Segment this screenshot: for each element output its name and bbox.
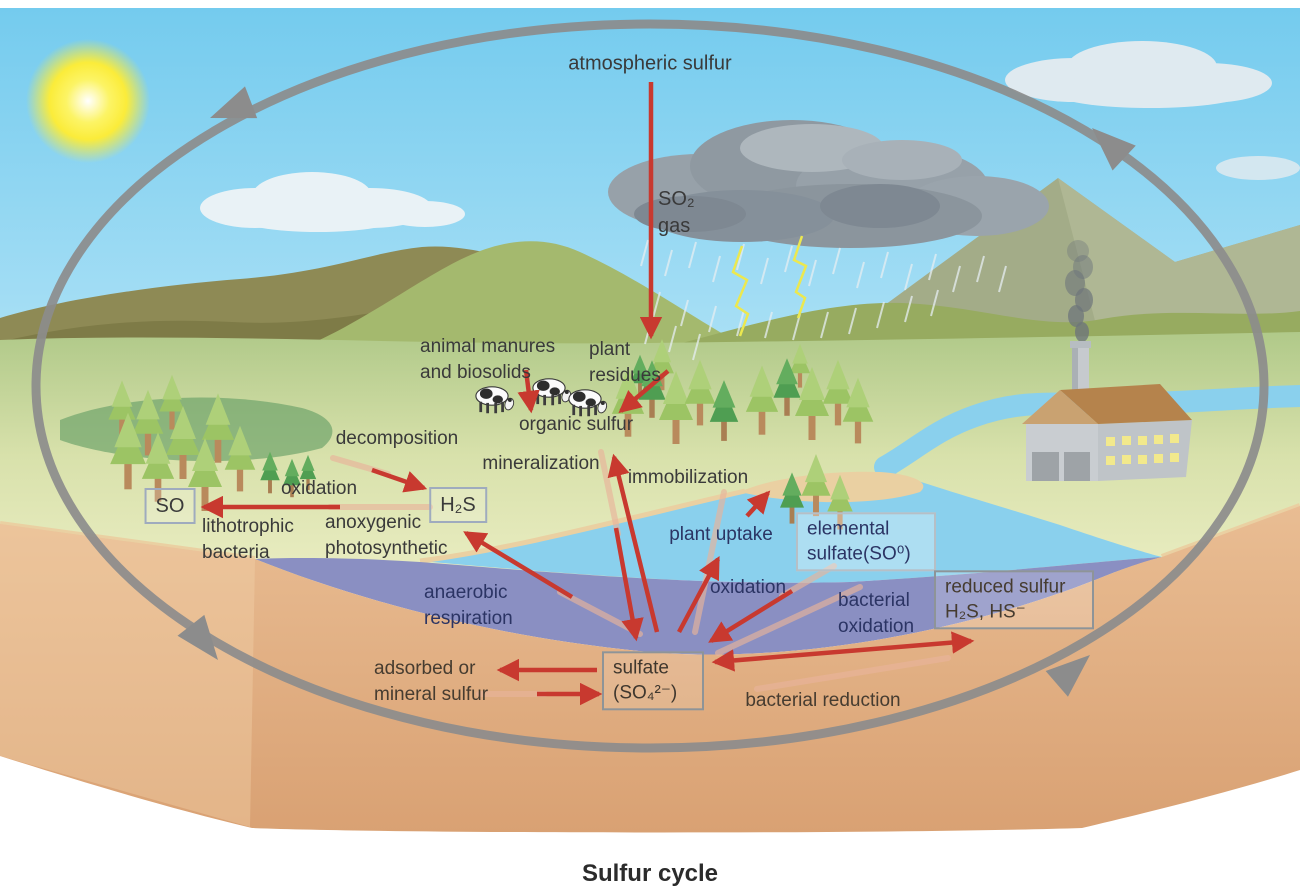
diagram-caption: Sulfur cycle <box>581 860 719 887</box>
mountain-right-face <box>1058 178 1300 340</box>
soil-block <box>0 506 1300 833</box>
label-decomposition: decomposition <box>335 428 459 450</box>
arrow-manures-to-organic <box>517 369 540 414</box>
storm-cloud <box>608 120 1049 248</box>
factory-illustration <box>1022 240 1192 481</box>
label-plant-uptake: plant uptake <box>669 524 773 546</box>
factory-windows <box>1106 434 1179 465</box>
lightning-icon <box>731 235 808 337</box>
label-oxidation-left: oxidation <box>280 478 358 500</box>
beach-strip <box>419 488 746 564</box>
so-box: SO <box>144 488 196 524</box>
cycle-ellipse <box>31 19 1269 753</box>
label-mineralization: mineralization <box>482 453 600 475</box>
process-arrows <box>200 82 975 706</box>
arrow-plant-uptake-trees <box>745 490 771 518</box>
label-oxidation-mid: oxidation <box>709 577 787 599</box>
smoke <box>1065 240 1093 342</box>
sulfate-box: sulfate (SO₄²⁻) <box>602 651 704 711</box>
cloud-left <box>200 172 465 232</box>
lake <box>420 470 1162 583</box>
arrow-residues-to-organic <box>618 369 670 414</box>
label-lithotrophic-bacteria: lithotrophic bacteria <box>202 516 294 563</box>
arrow-immobilization <box>607 453 660 633</box>
arrow-bacterial-reduction <box>711 631 975 672</box>
arrow-plant-uptake <box>677 556 720 634</box>
label-organic-sulfur: organic sulfur <box>518 414 634 436</box>
label-anaerobic-respiration: anaerobic respiration <box>424 582 513 629</box>
rain <box>640 239 1007 361</box>
label-so2-gas: SO₂ gas <box>658 188 695 237</box>
arrow-anaerobic-respiration <box>463 531 574 599</box>
label-atmospheric-sulfur: atmospheric sulfur <box>568 52 732 75</box>
label-immobilization: immobilization <box>627 467 749 489</box>
label-plant-residues: plant residues <box>589 339 661 386</box>
label-adsorbed-mineral-sulfur: adsorbed or mineral sulfur <box>374 658 489 705</box>
arrow-mineralization <box>613 527 644 642</box>
label-animal-manures: animal manures and biosolids <box>420 336 556 383</box>
mountain-center <box>298 241 750 349</box>
reduced-sulfur-box: reduced sulfur H₂S, HS⁻ <box>934 570 1094 630</box>
label-bacterial-oxidation: bacterial oxidation <box>838 590 915 637</box>
sun-icon <box>26 39 150 163</box>
h2s-box: H₂S <box>429 487 487 523</box>
label-anoxygenic-photosynthetic: anoxygenic photosynthetic <box>325 512 448 559</box>
arrow-decomposition <box>371 467 428 493</box>
soil-left-facet <box>0 524 255 827</box>
cloud-top-right <box>1005 41 1300 180</box>
elemental-sulfate-box: elemental sulfate(SO⁰) <box>796 512 936 572</box>
label-bacterial-reduction: bacterial reduction <box>745 690 901 712</box>
